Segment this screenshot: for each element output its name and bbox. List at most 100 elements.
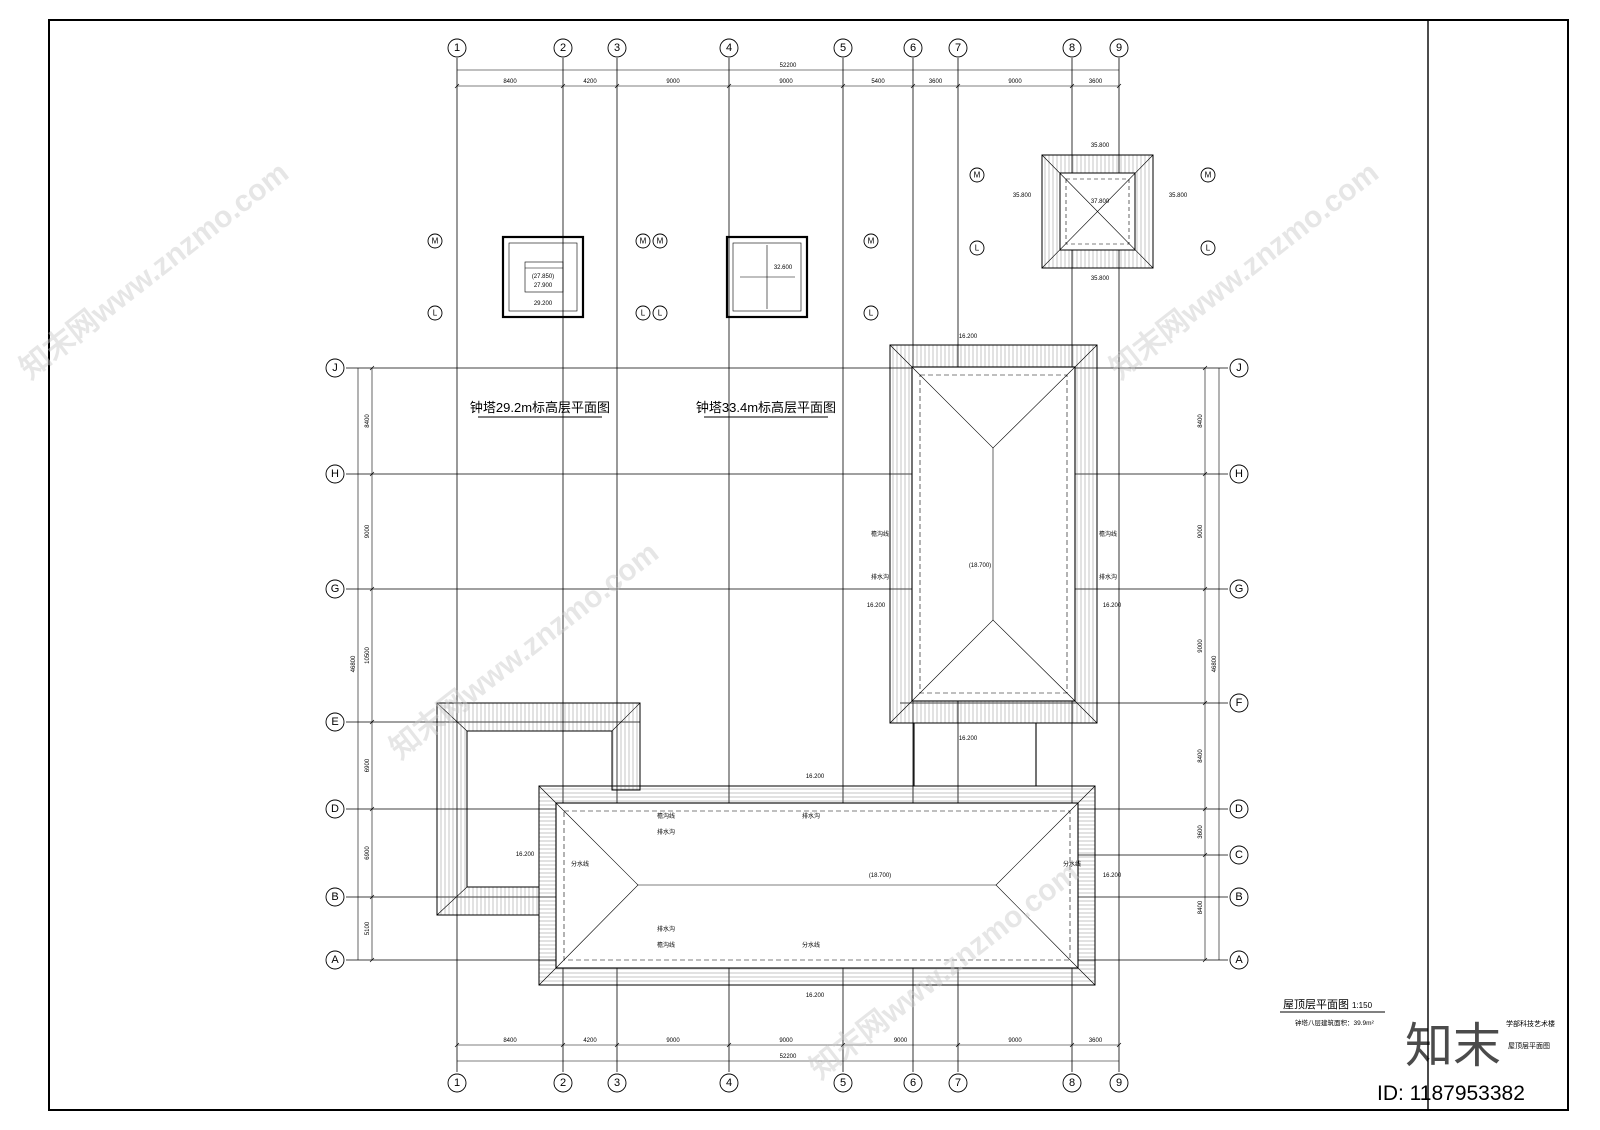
dim-top-tick	[726, 83, 732, 89]
dim-left-tick	[369, 957, 375, 963]
label-drain-south-b: 排水沟	[657, 925, 675, 933]
dim-right-span: 8400	[1198, 749, 1204, 763]
axis-bubble-label-H: H	[1235, 468, 1243, 480]
dim-bottom-span: 9000	[666, 1038, 680, 1044]
tower-axis-bubble-L-label: L	[433, 309, 438, 318]
dim-bottom-span: 4200	[583, 1038, 597, 1044]
dim-top-tick	[1069, 83, 1075, 89]
label-drain-south: 排水沟	[657, 828, 675, 836]
dim-left-total: 46800	[351, 655, 357, 672]
axis-bubble-label-D: D	[1235, 803, 1243, 815]
dim-left-tick	[369, 894, 375, 900]
axis-bubble-5	[833, 38, 853, 58]
label-ridge-line-south-b: 分水线	[802, 941, 820, 949]
axis-bubble-H	[325, 464, 345, 484]
area-note: 钟塔八层建筑面积：39.9m²	[1295, 1018, 1375, 1027]
axis-bubble-label-1: 1	[454, 1077, 460, 1089]
dim-left-tick	[369, 806, 375, 812]
axis-bubble-label-H: H	[331, 468, 339, 480]
dim-top-span: 9000	[1008, 79, 1022, 85]
axis-bubble-5	[833, 1073, 853, 1093]
axis-bubble-label-3: 3	[614, 42, 620, 54]
dim-right-span: 9000	[1198, 639, 1204, 653]
dim-right-total: 46800	[1212, 655, 1218, 672]
dim-right-tick	[1202, 957, 1208, 963]
tower-axis-bubble-L	[863, 305, 879, 321]
axis-bubble-B	[1229, 887, 1249, 907]
tower-axis-bubble-M-label: M	[640, 237, 647, 246]
tower-axis-bubble-L	[427, 305, 443, 321]
tower-axis-bubble-L-label: L	[975, 244, 980, 253]
tower-axis-bubble-M-label: M	[868, 237, 875, 246]
level-labels: 16.200 16.200 16.200 16.200 (18.700) 16.…	[516, 143, 1188, 999]
axis-bubble-label-4: 4	[726, 42, 732, 54]
dim-right-tick	[1202, 586, 1208, 592]
dim-top-tick	[1116, 83, 1122, 89]
dim-bottom-tick	[560, 1042, 566, 1048]
axis-bubble-A	[1229, 950, 1249, 970]
dim-bottom-span: 9000	[779, 1038, 793, 1044]
dim-top-tick	[560, 83, 566, 89]
dim-top-total: 52200	[780, 63, 797, 69]
watermark: 知末网www.znzmo.com	[14, 156, 295, 386]
label-ridge-line-east: 分水线	[1063, 860, 1081, 868]
dim-bottom-tick	[726, 1042, 732, 1048]
axis-bubble-label-6: 6	[910, 42, 916, 54]
dim-top-span: 9000	[666, 79, 680, 85]
sheet-border	[48, 19, 1569, 1111]
tower-axis-bubble-L-label: L	[658, 309, 663, 318]
level-ridge-north: (18.700)	[969, 563, 991, 569]
dim-top-span: 8400	[503, 79, 517, 85]
plan-29-title: 钟塔29.2m标高层平面图	[470, 400, 610, 415]
axis-bubble-label-F: F	[1236, 697, 1243, 709]
dim-left-span: 9000	[365, 524, 371, 538]
roof-north-wing	[889, 344, 1098, 724]
dim-left-span: 6900	[365, 846, 371, 860]
axis-bubble-label-J: J	[332, 362, 338, 374]
dim-top-span: 3600	[1089, 79, 1103, 85]
axis-bubble-C	[1229, 845, 1249, 865]
dim-bottom-tick	[1116, 1042, 1122, 1048]
dim-bottom-tick	[1069, 1042, 1075, 1048]
axis-bubble-label-B: B	[331, 891, 338, 903]
tower-axis-bubble-M-label: M	[432, 237, 439, 246]
title-block-sheet: 屋顶层平面图	[1508, 1042, 1550, 1050]
brand-logo: 知末	[1405, 1020, 1501, 1073]
axis-bubble-label-2: 2	[560, 1077, 566, 1089]
tower-axis-bubble-L	[1200, 240, 1216, 256]
axis-bubble-J	[1229, 358, 1249, 378]
axis-bubble-label-1: 1	[454, 42, 460, 54]
axis-bubble-7	[948, 1073, 968, 1093]
dim-right-tick	[1202, 471, 1208, 477]
axis-bubble-label-J: J	[1236, 362, 1242, 374]
dim-top-span: 4200	[583, 79, 597, 85]
axis-bubble-8	[1062, 38, 1082, 58]
dim-right-tick	[1202, 365, 1208, 371]
axis-bubble-label-E: E	[331, 716, 338, 728]
axis-bubble-label-7: 7	[955, 1077, 961, 1089]
axis-bubble-label-9: 9	[1116, 1077, 1122, 1089]
tower-axis-bubble-M	[863, 233, 879, 249]
dim-left-tick	[369, 471, 375, 477]
dim-right-span: 8400	[1198, 900, 1204, 914]
axis-bubble-label-G: G	[1235, 583, 1244, 595]
axis-bubble-label-5: 5	[840, 42, 846, 54]
tower-axis-bubble-M	[1200, 167, 1216, 183]
axis-bubble-label-A: A	[1235, 954, 1243, 966]
dim-left-span: 8400	[365, 414, 371, 428]
level-tower-eave-right: 35.800	[1169, 193, 1188, 199]
level-tower-eave-top: 35.800	[1091, 143, 1110, 149]
level-ridge-south: (18.700)	[869, 873, 891, 879]
level-tower-top: 37.800	[1091, 199, 1110, 205]
dim-top-span: 5400	[871, 79, 885, 85]
dim-left-tick	[369, 365, 375, 371]
axis-bubble-F	[1229, 693, 1249, 713]
dim-bottom-total: 52200	[780, 1054, 797, 1060]
tower-axis-bubble-M-label: M	[657, 237, 664, 246]
axis-bubble-label-9: 9	[1116, 42, 1122, 54]
dim-left-span: 6900	[365, 758, 371, 772]
dim-left-tick	[369, 586, 375, 592]
axis-bubble-label-5: 5	[840, 1077, 846, 1089]
level-tower-27: 27.900	[534, 283, 553, 289]
